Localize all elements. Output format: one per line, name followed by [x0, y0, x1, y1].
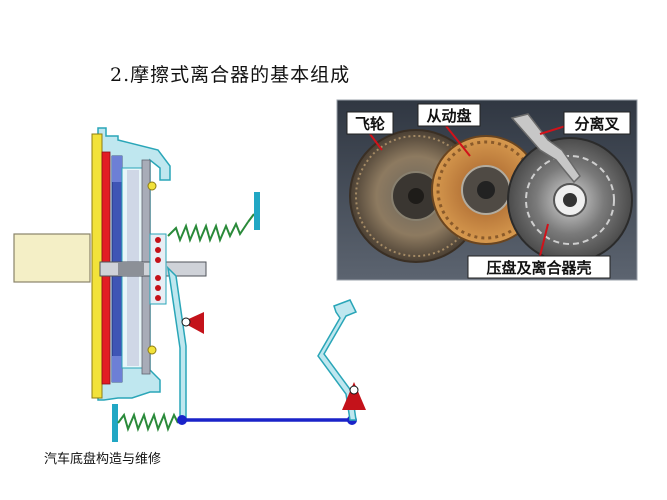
- clutch-pedal: [317, 299, 358, 421]
- label-flywheel: 飞轮: [346, 111, 394, 135]
- bearing-balls: [155, 237, 161, 301]
- svg-text:压盘及离合器壳: 压盘及离合器壳: [486, 259, 591, 277]
- clutch-schematic: [13, 127, 366, 442]
- pedal-pivot-icon: [342, 382, 366, 410]
- label-pressure-plate-cover: 压盘及离合器壳: [467, 255, 611, 279]
- pressure-plate-cover-photo: [507, 137, 633, 263]
- crankshaft: [13, 233, 91, 283]
- lower-return-spring: [117, 412, 179, 432]
- footer-caption: 汽车底盘构造与维修: [44, 452, 162, 467]
- slide-title: 2.摩擦式离合器的基本组成: [110, 64, 351, 86]
- release-bearing: [149, 233, 167, 305]
- svg-text:从动盘: 从动盘: [426, 107, 471, 125]
- upper-spring-stop: [254, 192, 260, 230]
- fork-pivot-icon: [181, 312, 204, 334]
- release-fork-arm: [166, 265, 187, 421]
- svg-text:飞轮: 飞轮: [355, 115, 385, 133]
- label-release-fork: 分离叉: [563, 111, 631, 135]
- clutch-photo: 飞轮 从动盘 分离叉 压盘及离合器壳: [336, 99, 638, 281]
- release-fork-photo: [510, 113, 581, 184]
- upper-return-spring: [167, 221, 249, 243]
- svg-text:分离叉: 分离叉: [574, 115, 620, 133]
- lower-spring-stop: [112, 404, 118, 442]
- label-driven-disc: 从动盘: [417, 103, 481, 127]
